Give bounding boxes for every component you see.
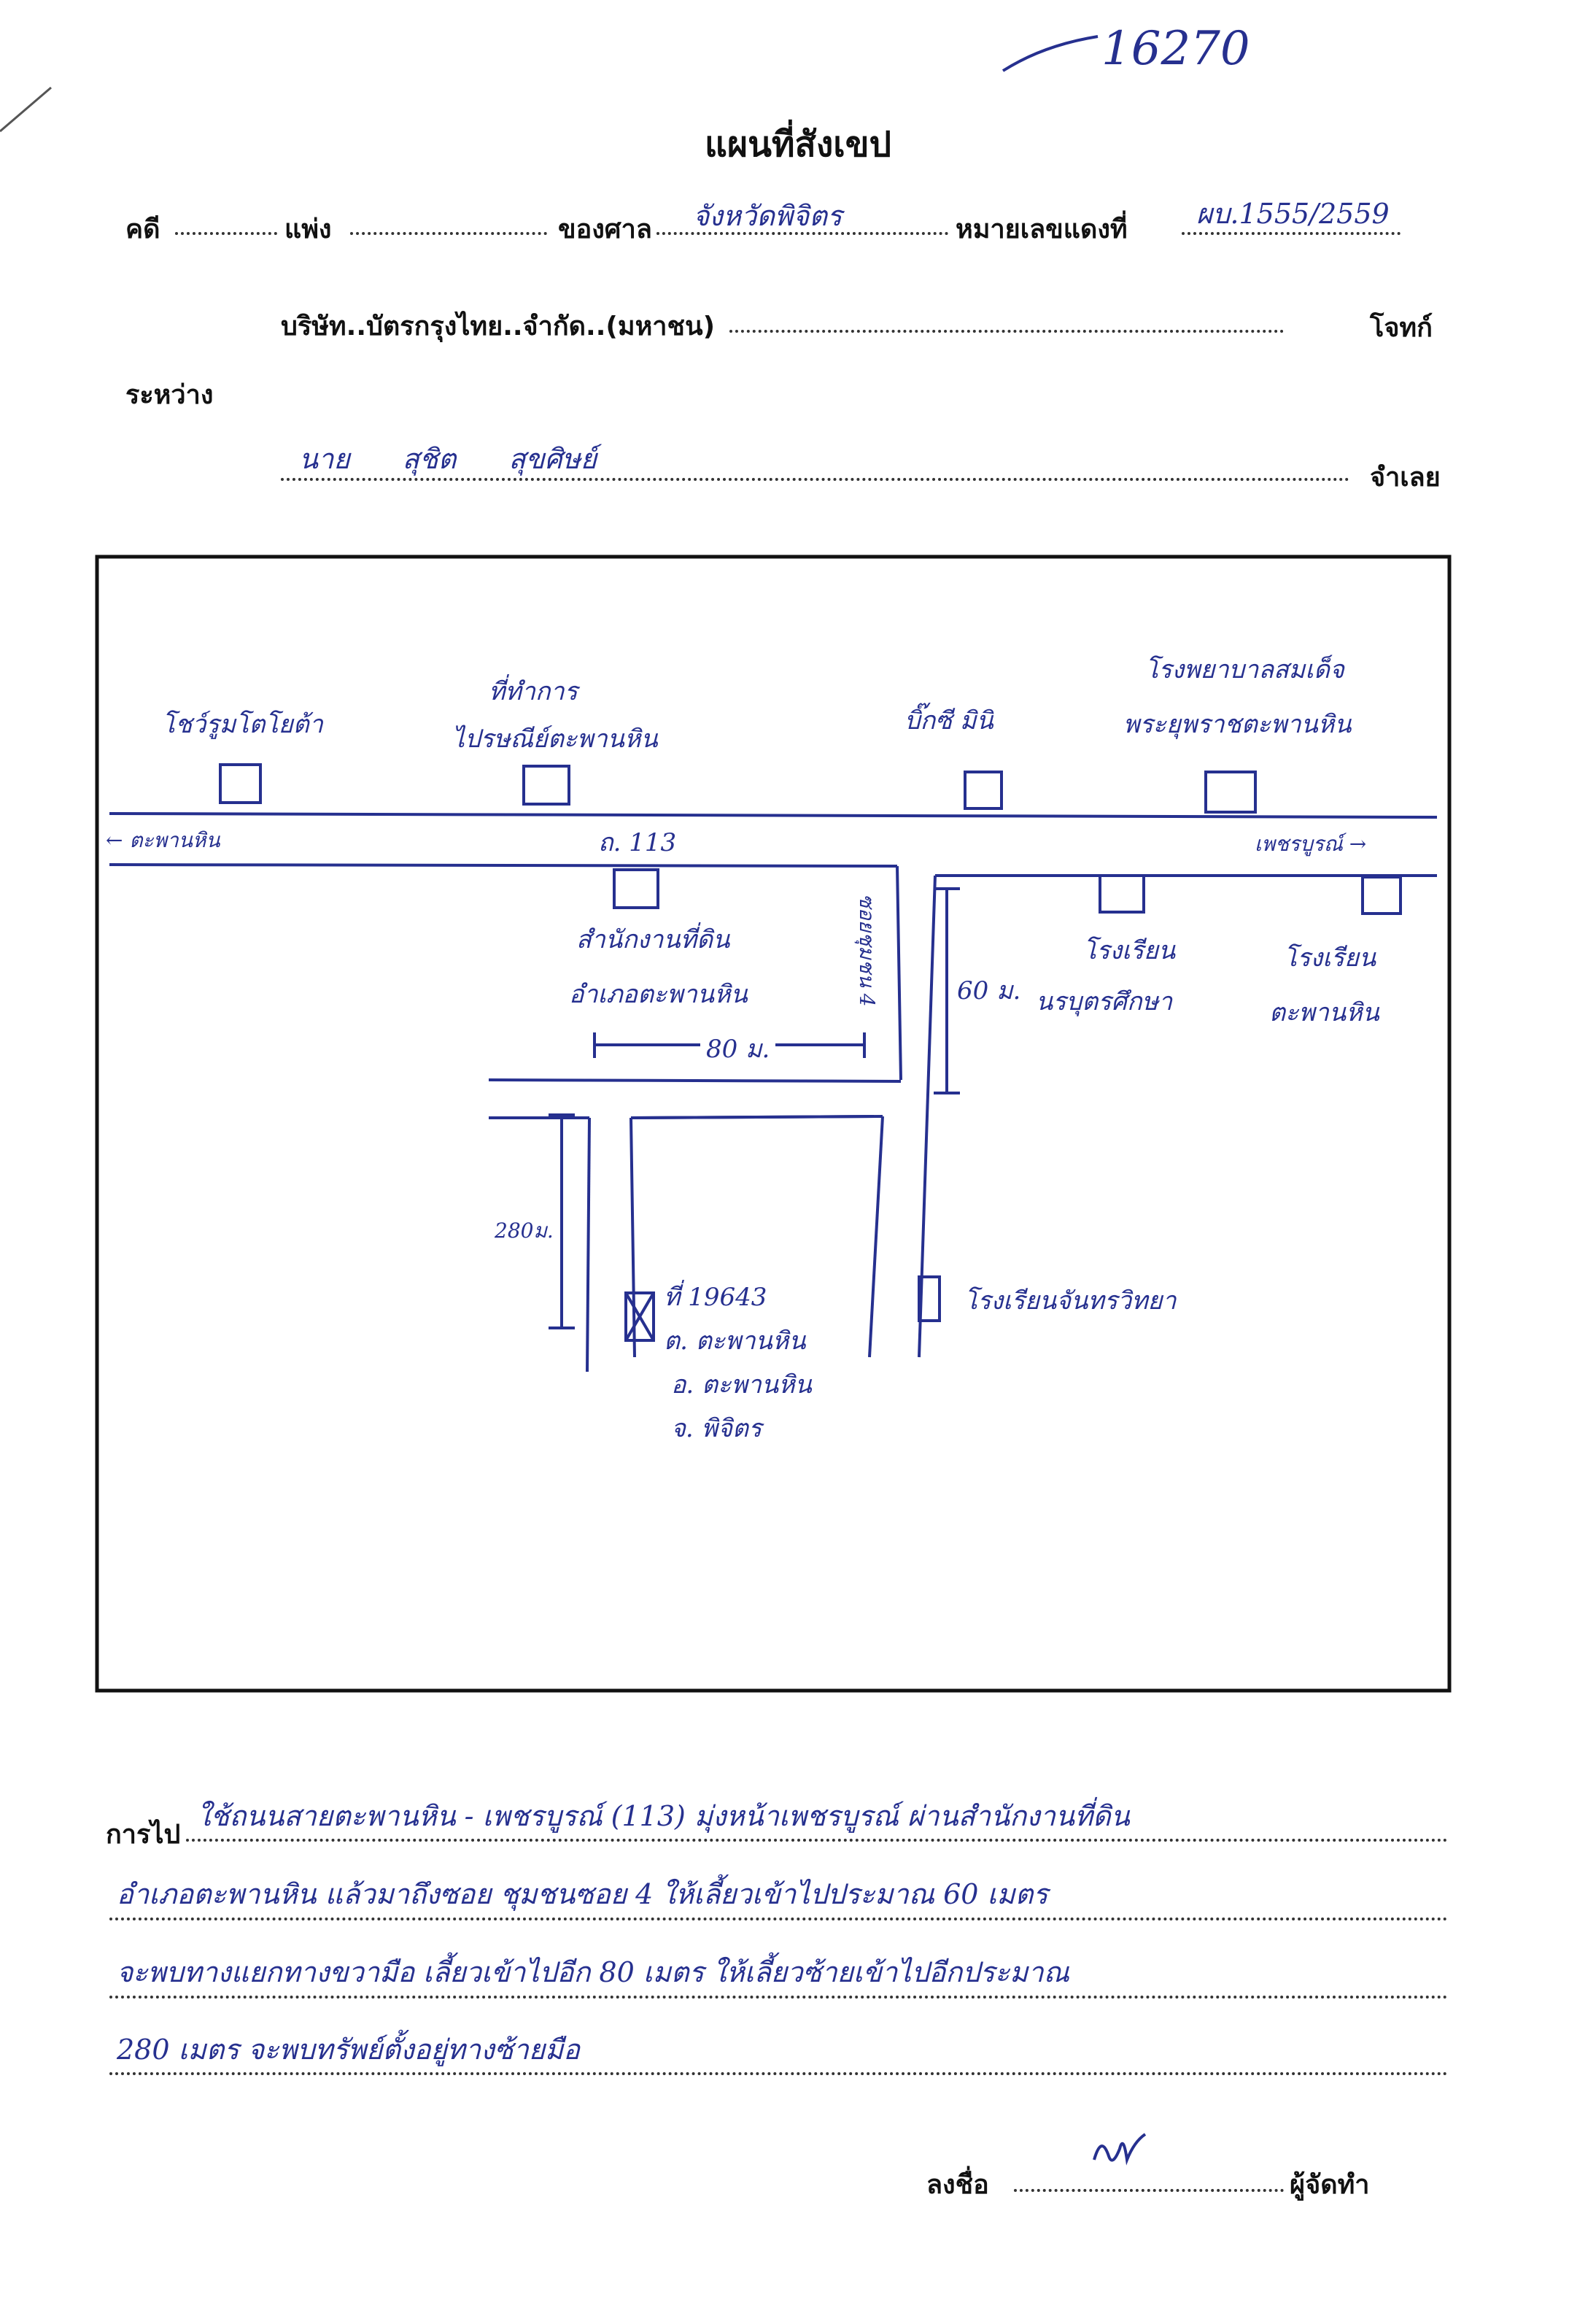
lane-left-edge [586,1117,591,1372]
label-dist-80: 80 ม. [700,1029,776,1068]
soi-left-edge [896,865,902,1081]
directions-dots-2 [109,1918,1448,1920]
file-number: 16270 [1101,22,1250,76]
label-plot-4: จ. พิจิตร [671,1414,762,1443]
court-dots [656,232,948,235]
label-school-3: โรงเรียนจันทรวิทยา [964,1286,1177,1316]
side-road-top-edge [488,1078,902,1083]
label-dist-280: 280ม. [495,1219,554,1243]
directions-line-1: ใช้ถนนสายตะพานหิน - เพชรบูรณ์ (113) มุ่ง… [197,1800,1130,1832]
plot-marker [624,1291,655,1342]
label-school-2-2: ตะพานหิน [1269,998,1379,1027]
arrow-to-phetchabun: เพชรบูรณ์ → [1255,832,1367,856]
building-hospital [1204,771,1257,814]
directions-dots-4 [109,2072,1448,2075]
label-land-office-1: สำนักงานที่ดิน [576,925,730,954]
court-value: จังหวัดพิจิตร [693,200,842,232]
between-label: ระหว่าง [125,380,214,410]
signature-mark [1093,2133,1147,2166]
sketch-map: โชว์รูมโตโยต้า ที่ทำการ ไปรษณีย์ตะพานหิน… [95,555,1452,1693]
scan-mark [0,86,52,133]
label-road-113: ถ. 113 [598,828,677,857]
red-number-dots [1182,232,1401,235]
plaintiff-label: โจทก์ [1370,313,1433,343]
building-post-office [522,765,570,806]
label-dist-60: 60 ม. [957,976,1021,1005]
label-hospital-2: พระยุพราชตะพานหิน [1123,710,1352,739]
file-number-stamp: 16270 [999,22,1250,76]
signature-dots [1014,2189,1284,2192]
plaintiff-dots [729,330,1284,333]
directions-dots-3 [109,1996,1448,1999]
lane-top [630,1115,875,1119]
label-school-1-2: นรบุตรศึกษา [1036,987,1173,1016]
civil-dots [350,232,547,235]
road-113-bottom-edge-left [109,863,898,868]
defendant-value: นาย สุชิต สุขศิษย์ [299,443,597,475]
map-frame [95,555,1452,1693]
label-plot-1: ที่ 19643 [664,1283,767,1312]
label-post-office-2: ไปรษณีย์ตะพานหิน [452,725,658,754]
signature-role: ผู้จัดทำ [1290,2170,1370,2200]
case-dots [175,232,277,235]
building-showroom [219,763,262,804]
label-plot-2: ต. ตะพานหิน [664,1327,806,1356]
label-showroom: โชว์รูมโตโยต้า [162,710,323,739]
building-big-c [964,771,1003,810]
civil-label: แพ่ง [284,215,332,244]
label-post-office-1: ที่ทำการ [489,677,578,706]
court-label: ของศาล [558,215,652,244]
road-113-top-edge [109,812,1438,819]
soi-right-edge [918,875,937,1358]
lane-right-edge [630,1117,636,1358]
building-school-1 [1099,874,1145,914]
label-big-c: บิ๊กซี มินิ [904,706,993,735]
directions-line-2: อำเภอตะพานหิน แล้วมาถึงซอย ชุมชนซอย 4 ให… [117,1878,1048,1910]
arrow-to-taphan-hin: ← ตะพานหิน [106,828,220,852]
building-school-3 [918,1275,941,1322]
building-land-office [613,868,659,909]
label-school-1-1: โรงเรียน [1083,936,1176,965]
lane-far-edge [868,1116,884,1358]
document-title: แผนที่สังเขป [705,124,891,165]
red-number-label: หมายเลขแดงที่ [956,215,1128,244]
directions-label: การไป [106,1820,181,1850]
label-land-office-2: อำเภอตะพานหิน [569,980,748,1009]
plaintiff-name: บริษัท..บัตรกรุงไทย..จำกัด..(มหาชน) [281,312,716,341]
label-school-2-1: โรงเรียน [1284,943,1376,973]
case-label: คดี [125,215,160,244]
building-school-2 [1361,876,1402,915]
label-plot-3: อ. ตะพานหิน [671,1370,812,1399]
defendant-dots [281,478,1349,481]
red-number-value: ผบ.1555/2559 [1196,198,1390,230]
directions-line-3: จะพบทางแยกทางขวามือ เลี้ยวเข้าไปอีก 80 เ… [117,1956,1069,1988]
label-hospital-1: โรงพยาบาลสมเด็จ [1145,655,1344,684]
directions-line-4: 280 เมตร จะพบทรัพย์ตั้งอยู่ทางซ้ายมือ [117,2034,580,2066]
directions-dots-1 [186,1839,1448,1842]
signature-label: ลงชื่อ [926,2170,989,2200]
label-soi: ซอยชุมชน 4 [855,894,879,1007]
defendant-label: จำเลย [1370,463,1441,493]
flourish-icon [1002,34,1099,72]
